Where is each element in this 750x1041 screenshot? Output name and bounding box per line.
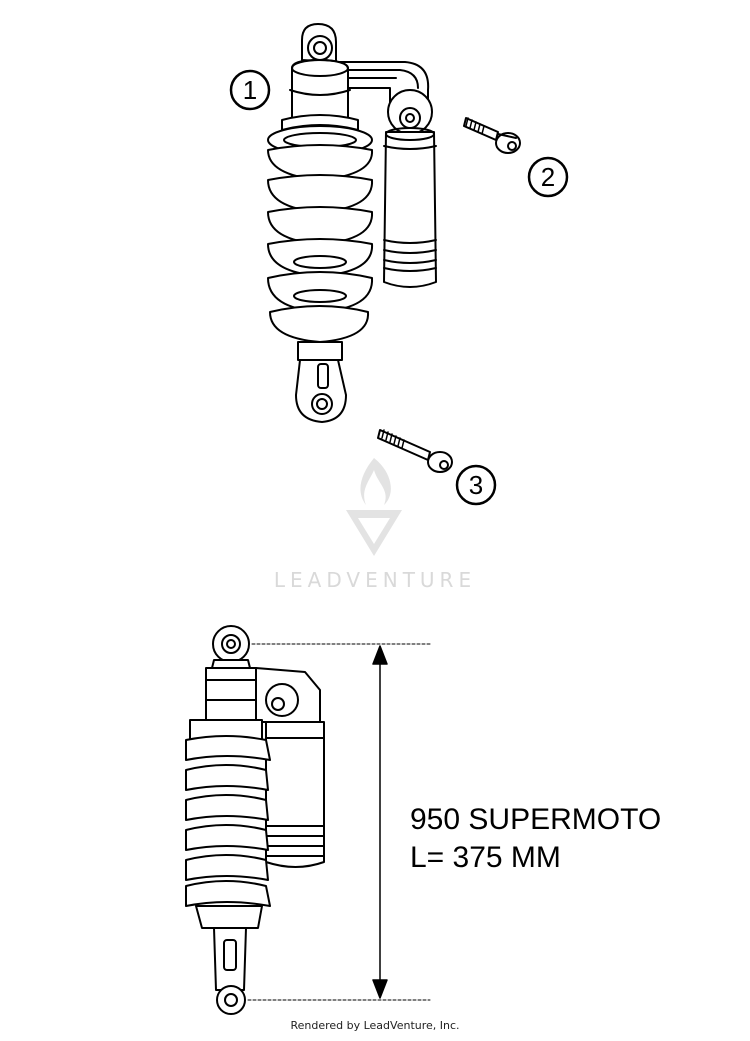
callout-2-number: 2 [541, 162, 555, 192]
dimension-extension-lines [247, 643, 431, 1001]
callout-3 [455, 464, 497, 506]
shock-top-mount [289, 23, 351, 121]
callout-1 [229, 69, 271, 111]
spec-length-label: L= 375 MM [410, 841, 561, 874]
bolt-3-icon [377, 429, 453, 473]
reservoir-canister [383, 89, 437, 288]
spec-model-label: 950 SUPERMOTO [410, 803, 662, 836]
side-reservoir [255, 667, 325, 868]
dimension-line-length [372, 645, 388, 999]
shock-spring [267, 114, 374, 343]
footer-credit: Rendered by LeadVenture, Inc. [290, 1019, 460, 1032]
side-spring [185, 719, 271, 929]
callout-1-number: 1 [243, 75, 257, 105]
callout-2 [527, 156, 569, 198]
side-top-eye [205, 625, 257, 721]
bolt-2-icon [463, 117, 521, 154]
side-lower-mount [213, 927, 247, 1015]
watermark-brand-text: LEADVENTURE [273, 568, 477, 592]
callout-3-number: 3 [469, 470, 483, 500]
shock-lower-mount [295, 341, 347, 423]
